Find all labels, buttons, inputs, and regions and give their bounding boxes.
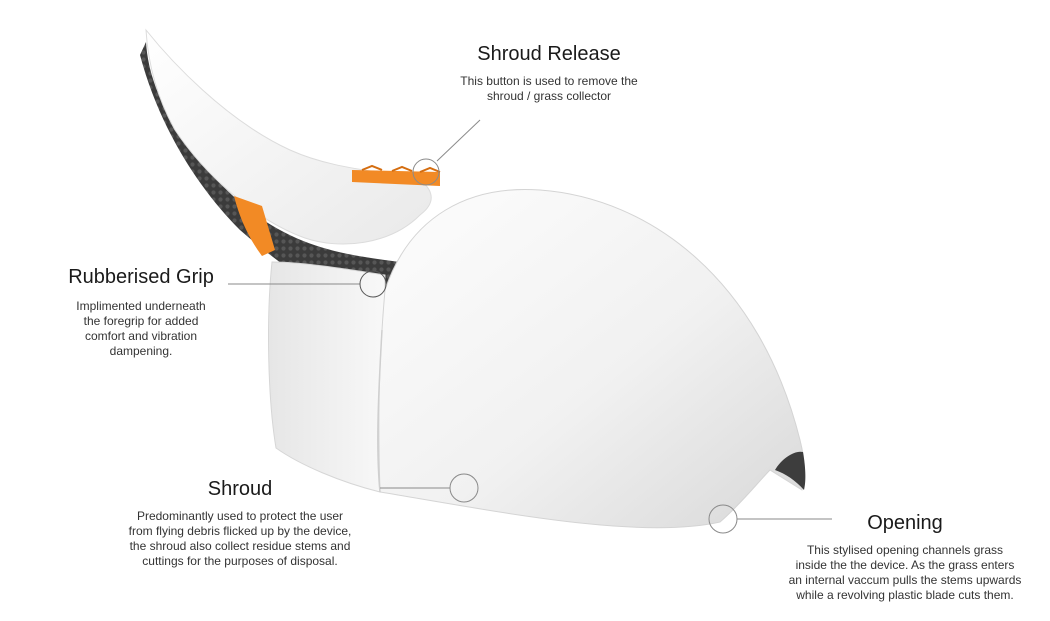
marker-opening xyxy=(708,504,738,534)
marker-grip xyxy=(359,270,387,298)
callout-shroud: Shroud Predominantly used to protect the… xyxy=(100,478,380,569)
callout-rubberised-grip: Rubberised Grip Implimented underneath t… xyxy=(52,266,230,359)
callout-title: Opening xyxy=(867,512,943,534)
opening xyxy=(775,451,806,490)
callout-shroud-release: Shroud Release This button is used to re… xyxy=(424,43,674,104)
callout-description: This button is used to remove the shroud… xyxy=(460,74,638,103)
callout-opening: Opening This stylised opening channels g… xyxy=(770,512,1040,603)
shroud-shell xyxy=(378,188,805,529)
handle xyxy=(145,28,432,245)
callout-description: Implimented underneath the foregrip for … xyxy=(76,299,206,358)
callout-description: This stylised opening channels grass ins… xyxy=(788,543,1022,602)
rubberised-grip xyxy=(140,42,400,335)
callout-title: Rubberised Grip xyxy=(68,266,214,288)
marker-release xyxy=(412,158,440,186)
side-accent xyxy=(234,196,275,256)
callout-description: Predominantly used to protect the user f… xyxy=(128,509,352,568)
leader-line-release xyxy=(436,119,481,162)
shroud-side xyxy=(268,261,386,493)
seam-line xyxy=(377,329,383,493)
marker-shroud xyxy=(449,473,479,503)
callout-title: Shroud Release xyxy=(477,43,621,65)
callout-title: Shroud xyxy=(207,478,273,500)
